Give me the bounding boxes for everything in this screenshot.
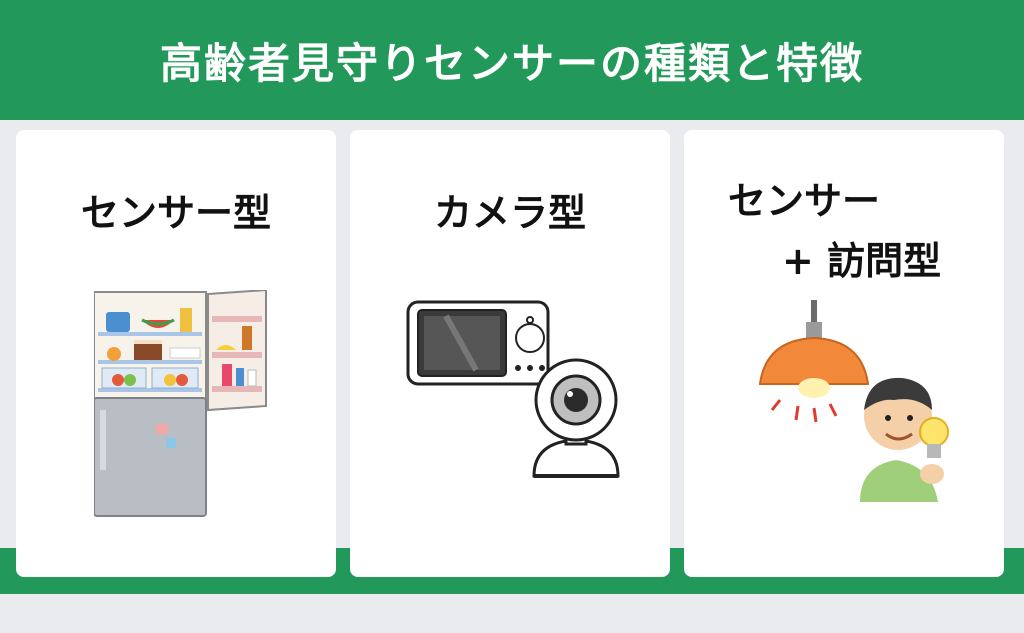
card-title-line1: センサー (728, 179, 881, 223)
card-title: カメラ型 (433, 191, 586, 235)
page-title: 高齢者見守りセンサーの種類と特徴 (159, 39, 864, 88)
card-title: センサー型 (80, 191, 271, 235)
header-banner: 高齢者見守りセンサーの種類と特徴 (0, 0, 1024, 120)
refrigerator-icon (94, 290, 267, 517)
lamp-and-person-icon (758, 300, 949, 502)
card-sensor-visit-type: センサー + 訪問型 (684, 130, 1004, 577)
card-title-line2: + 訪問型 (782, 239, 942, 283)
camera-monitor-icon (406, 300, 620, 478)
card-camera-type: カメラ型 (350, 130, 670, 577)
card-sensor-type: センサー型 (16, 130, 336, 577)
